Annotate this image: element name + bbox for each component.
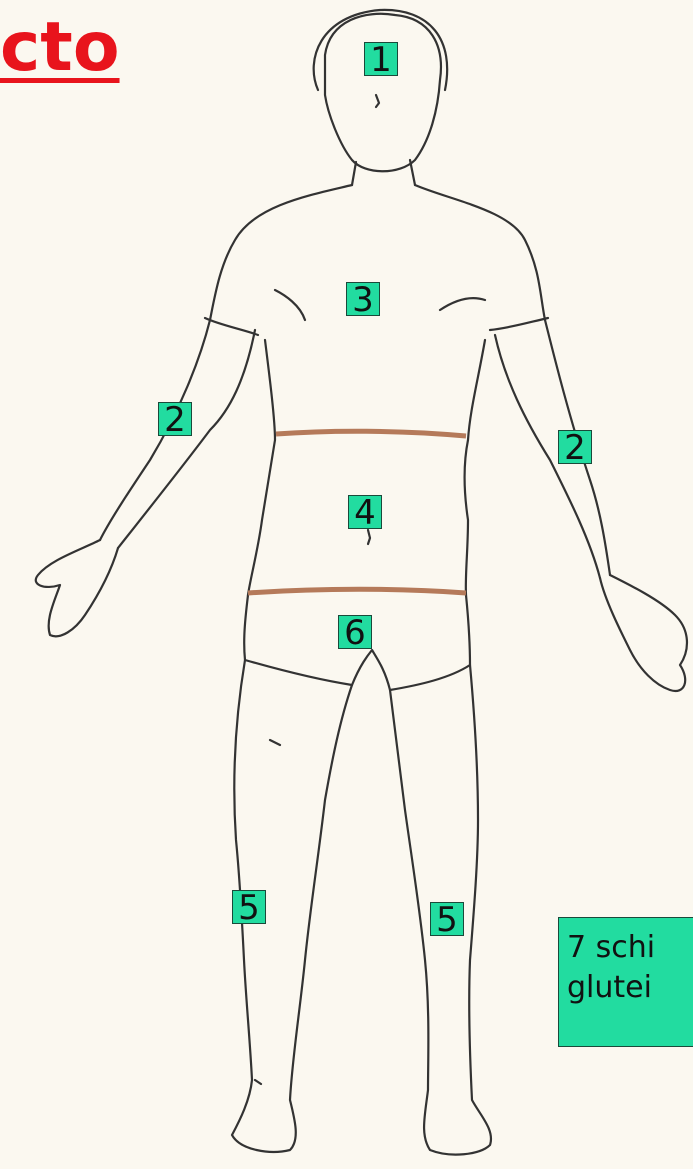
label-leg-right: 5 (232, 890, 266, 924)
note-line-1: 7 schi (567, 928, 693, 968)
label-chest: 3 (346, 282, 380, 316)
waist-band-lower (248, 589, 466, 593)
label-leg-left: 5 (430, 902, 464, 936)
right-arm (495, 320, 610, 578)
right-hand (600, 575, 687, 691)
left-hand (36, 540, 118, 636)
label-head: 1 (364, 42, 398, 76)
waist-band-upper (276, 431, 466, 436)
head-outline (325, 14, 441, 171)
note-line-2: glutei (567, 968, 693, 1008)
label-pelvis: 6 (338, 615, 372, 649)
label-arm-left: 2 (558, 430, 592, 464)
label-abdomen: 4 (348, 495, 382, 529)
label-arm-right: 2 (158, 402, 192, 436)
note-box: 7 schi glutei (558, 917, 693, 1047)
